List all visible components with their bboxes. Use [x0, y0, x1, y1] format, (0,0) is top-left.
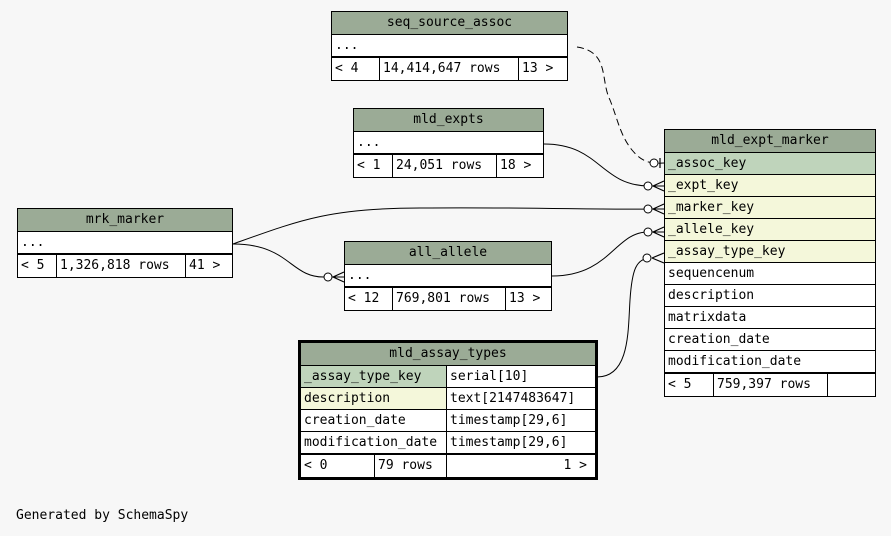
table-title[interactable]: mld_assay_types — [301, 343, 595, 366]
table-mrk-marker[interactable]: mrk_marker ... < 5 1,326,818 rows 41 > — [17, 208, 233, 278]
edge-end-circle — [323, 272, 333, 282]
children-count — [828, 374, 875, 396]
parents-count[interactable]: < 1 — [354, 155, 393, 177]
edge-end-circle — [643, 227, 653, 237]
edge-end-circle — [643, 204, 653, 214]
column-name: modification_date — [301, 432, 447, 453]
table-title[interactable]: mld_expt_marker — [665, 130, 875, 153]
column-modification-date[interactable]: modification_date timestamp[29,6] — [301, 432, 595, 454]
edge-crowsfoot — [651, 252, 665, 264]
table-seq-source-assoc[interactable]: seq_source_assoc ... < 4 14,414,647 rows… — [331, 11, 568, 81]
column-description[interactable]: description — [665, 285, 875, 307]
table-title[interactable]: mld_expts — [354, 109, 543, 132]
edge-end-circle — [642, 253, 652, 263]
column-assoc-key[interactable]: _assoc_key — [665, 153, 875, 175]
edge-crowsfoot — [332, 271, 345, 283]
row-count: 769,801 rows — [393, 288, 506, 310]
table-ellipsis: ... — [18, 232, 232, 254]
children-count[interactable]: 13 > — [522, 61, 554, 76]
children-count[interactable]: 18 > — [500, 158, 532, 173]
generated-by-label: Generated by SchemaSpy — [16, 508, 189, 523]
table-ellipsis: ... — [345, 265, 551, 287]
table-mld-expt-marker[interactable]: mld_expt_marker _assoc_key _expt_key _ma… — [664, 129, 876, 397]
edge-mrk-marker — [232, 207, 664, 245]
column-matrixdata[interactable]: matrixdata — [665, 307, 875, 329]
row-count: 1,326,818 rows — [57, 255, 186, 277]
row-count: 759,397 rows — [714, 374, 828, 396]
children-count[interactable]: 13 > — [509, 291, 541, 306]
table-ellipsis: ... — [332, 35, 567, 57]
column-marker-key[interactable]: _marker_key — [665, 197, 875, 219]
column-modification-date[interactable]: modification_date — [665, 351, 875, 373]
table-ellipsis: ... — [354, 132, 543, 154]
row-count: 14,414,647 rows — [380, 58, 519, 80]
edge-crowsfoot — [652, 203, 665, 215]
parents-count[interactable]: < 5 — [18, 255, 57, 277]
column-description[interactable]: description text[2147483647] — [301, 388, 595, 410]
column-type: text[2147483647] — [450, 391, 576, 406]
table-mld-assay-types[interactable]: mld_assay_types _assay_type_key serial[1… — [298, 340, 598, 480]
edge-mld-expts — [543, 143, 664, 187]
column-assay-type-key[interactable]: _assay_type_key serial[10] — [301, 366, 595, 388]
column-name: creation_date — [301, 410, 447, 431]
edge-crowsfoot — [652, 226, 665, 238]
edge-seq-source-assoc — [576, 46, 665, 164]
table-title[interactable]: all_allele — [345, 242, 551, 265]
parents-count[interactable]: < 12 — [345, 288, 393, 310]
parents-count[interactable]: < 0 — [301, 455, 375, 477]
table-all-allele[interactable]: all_allele ... < 12 769,801 rows 13 > — [344, 241, 552, 311]
column-name: _assay_type_key — [301, 366, 447, 387]
row-count: 79 rows — [375, 455, 447, 477]
edge-crowsfoot — [652, 180, 665, 192]
table-title[interactable]: seq_source_assoc — [332, 12, 567, 35]
column-allele-key[interactable]: _allele_key — [665, 219, 875, 241]
column-sequencenum[interactable]: sequencenum — [665, 263, 875, 285]
table-mld-expts[interactable]: mld_expts ... < 1 24,051 rows 18 > — [353, 108, 544, 178]
edge-end-circle — [649, 158, 659, 168]
row-count: 24,051 rows — [393, 155, 497, 177]
column-type: timestamp[29,6] — [450, 413, 568, 428]
children-count[interactable]: 41 > — [189, 258, 221, 273]
table-title[interactable]: mrk_marker — [18, 209, 232, 232]
edge-end-circle — [643, 181, 653, 191]
column-name: description — [301, 388, 447, 409]
column-assay-type-key[interactable]: _assay_type_key — [665, 241, 875, 263]
parents-count[interactable]: < 5 — [665, 374, 714, 396]
parents-count[interactable]: < 4 — [332, 58, 380, 80]
column-creation-date[interactable]: creation_date — [665, 329, 875, 351]
edge-mrk-all-allele — [232, 243, 344, 278]
column-expt-key[interactable]: _expt_key — [665, 175, 875, 197]
children-count[interactable]: 1 > — [563, 458, 587, 473]
column-type: serial[10] — [450, 369, 529, 384]
column-creation-date[interactable]: creation_date timestamp[29,6] — [301, 410, 595, 432]
column-type: timestamp[29,6] — [450, 435, 568, 450]
edge-mld-assay-types — [596, 257, 652, 378]
